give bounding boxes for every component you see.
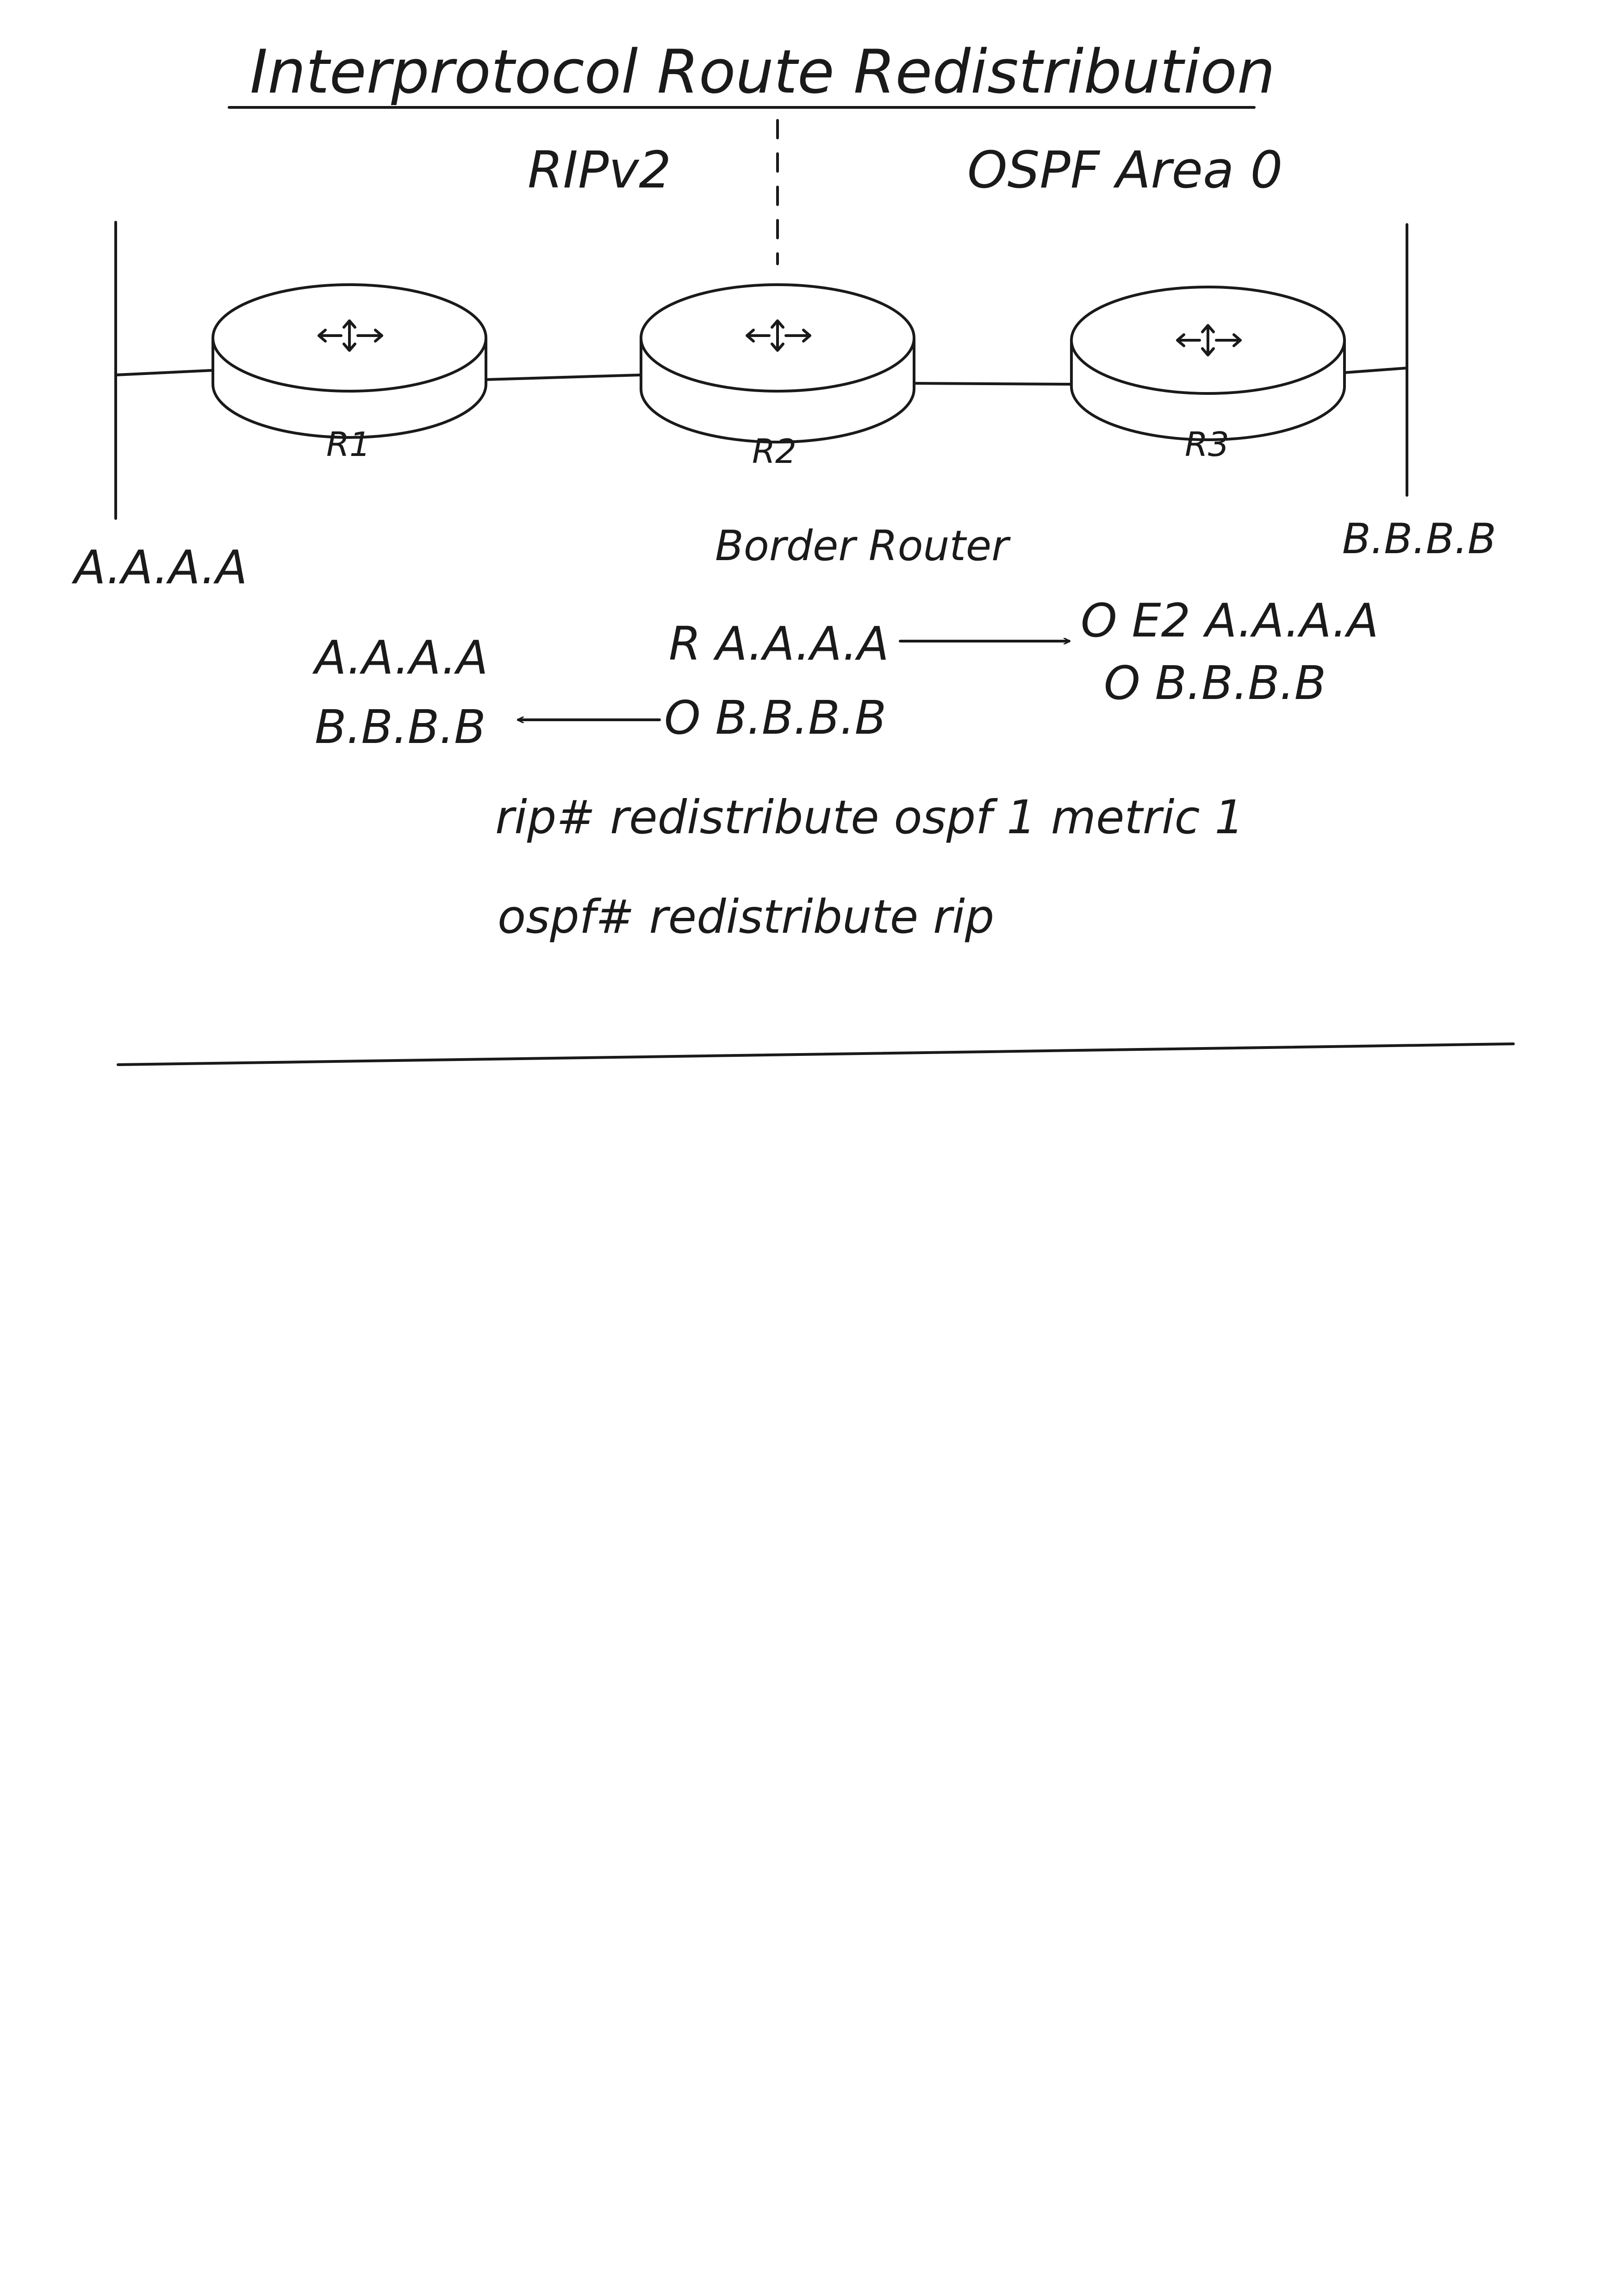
r1-route-1: A.A.A.A [312, 630, 488, 685]
rip-domain-label: RIPv2 [528, 140, 671, 200]
command-ospf: ospf# redistribute rip [498, 890, 994, 944]
r2-route-1: R A.A.A.A [669, 617, 889, 671]
network-label-right: B.B.B.B [1342, 515, 1496, 563]
command-rip: rip# redistribute ospf 1 metric 1 [495, 790, 1244, 844]
router-r1: R1 [212, 283, 487, 464]
link-r3-segment [1343, 367, 1408, 374]
ospf-domain-label: OSPF Area 0 [967, 140, 1282, 200]
link-r2-r3 [913, 382, 1073, 386]
router-label-r3: R3 [1185, 425, 1229, 464]
r2-route-2: O B.B.B.B [664, 691, 886, 745]
router-r2: R2 [640, 283, 915, 471]
network-label-left: A.A.A.A [71, 540, 248, 594]
diagram-title: Interprotocol Route Redistribution [250, 37, 1275, 107]
r1-route-2: B.B.B.B [315, 700, 486, 754]
r3-route-1: O E2 A.A.A.A [1081, 593, 1379, 648]
border-router-label: Border Router [715, 522, 1011, 570]
link-segment-r1 [114, 369, 214, 376]
router-label-r1: R1 [326, 425, 371, 464]
bottom-separator [117, 1042, 1515, 1066]
r3-route-2: O B.B.B.B [1104, 656, 1326, 710]
router-label-r2: R2 [752, 432, 797, 471]
router-r3: R3 [1070, 286, 1346, 464]
link-r1-r2 [485, 374, 642, 381]
